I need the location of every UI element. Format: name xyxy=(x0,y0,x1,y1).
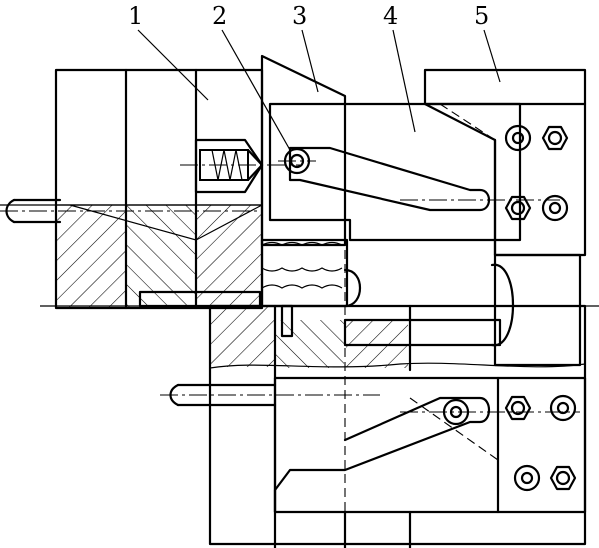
hex-nut-icon xyxy=(510,400,526,416)
callouts: 1 2 3 4 5 xyxy=(128,2,501,151)
core-upper-outline xyxy=(260,238,349,308)
block-5-outline xyxy=(423,68,587,257)
sprue-cone xyxy=(0,204,263,241)
moving-hatch-3 xyxy=(346,320,408,368)
callout-label-1: 1 xyxy=(128,2,143,30)
thread-lower xyxy=(261,284,343,289)
thread-mid xyxy=(261,267,343,272)
break-line xyxy=(209,362,586,369)
angled-slot xyxy=(288,146,491,212)
spring-plunger-housing xyxy=(194,138,264,194)
plate-hatch-1 xyxy=(57,205,125,307)
leader-line-5 xyxy=(483,29,501,83)
hex-nut-icon xyxy=(549,465,577,491)
lower-slider-body xyxy=(273,376,587,514)
hex-nut-icon xyxy=(547,130,563,146)
bolt-head-icon xyxy=(511,131,525,145)
hex-nut-icon xyxy=(510,200,526,216)
callout-label-2: 2 xyxy=(212,2,227,30)
plate-hatch-2 xyxy=(127,205,195,307)
bolt-head-icon xyxy=(549,394,577,422)
bolt-head-icon xyxy=(504,124,532,152)
moving-hatch-2 xyxy=(276,320,344,368)
upper-mold-plates xyxy=(0,68,300,310)
callout-label-4: 4 xyxy=(383,2,398,30)
leader-line-1 xyxy=(137,29,209,101)
slider-body xyxy=(268,102,522,242)
upper-guide-rod xyxy=(0,198,262,224)
leader-line-4 xyxy=(392,29,416,133)
bolt-head-icon xyxy=(548,201,562,215)
callout-label-5: 5 xyxy=(474,2,489,30)
bolt-head-icon xyxy=(520,471,534,485)
bolt-head-icon xyxy=(513,464,541,492)
hex-nut-icon xyxy=(555,470,571,486)
stripper-plate xyxy=(138,290,262,308)
hex-nut-icon xyxy=(504,195,532,221)
lower-hidden-edge xyxy=(409,397,499,461)
thread-top xyxy=(261,241,343,246)
moving-hatch-1 xyxy=(211,307,274,367)
part-housing xyxy=(493,253,582,367)
part-threaded-shank xyxy=(343,318,502,347)
lower-slider xyxy=(273,376,587,548)
leader-line-2 xyxy=(221,29,291,151)
callout-label-3: 3 xyxy=(292,2,307,30)
hex-nut-icon xyxy=(541,125,569,151)
guide-pin xyxy=(280,304,294,338)
bolt-head-icon xyxy=(556,401,570,415)
bolt-head-icon xyxy=(541,194,569,222)
fixed-block-5 xyxy=(423,68,587,257)
upper-rod-body xyxy=(12,198,62,224)
lower-rod-body xyxy=(176,383,277,407)
lower-guide-rod xyxy=(160,383,380,407)
hex-nut-icon xyxy=(504,395,532,421)
lower-angled-slot xyxy=(273,396,491,514)
slider-hidden-edge xyxy=(439,103,496,141)
